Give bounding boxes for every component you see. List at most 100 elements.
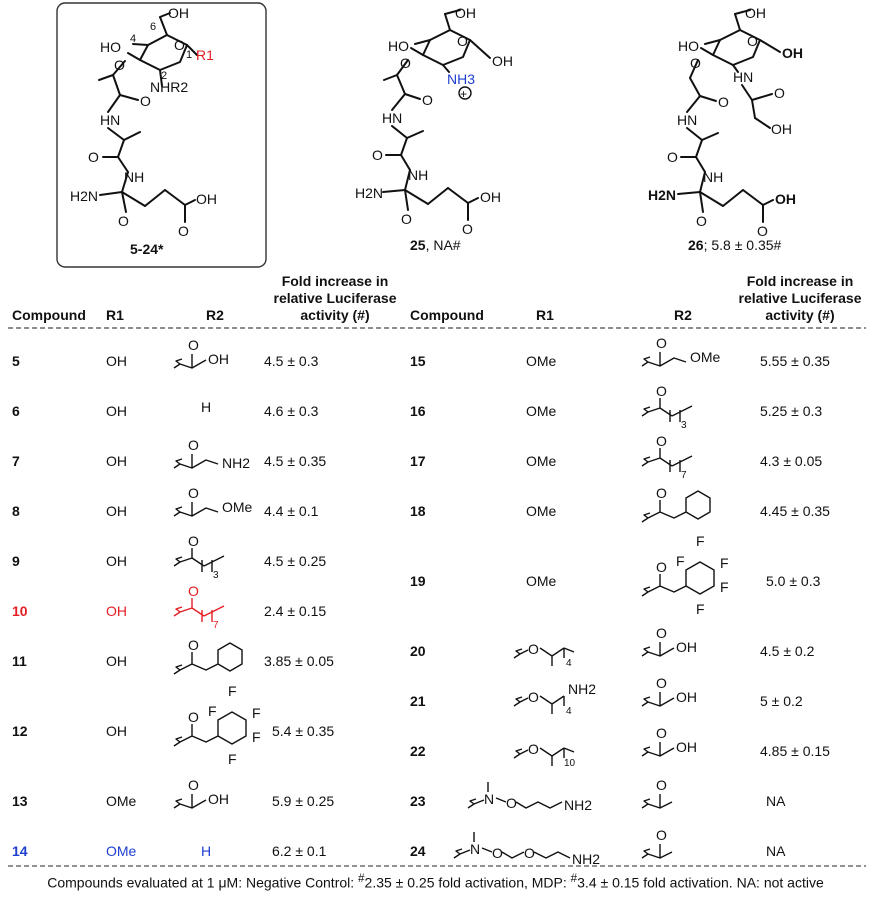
svg-text:O: O [656,675,667,691]
svg-text:4: 4 [566,706,572,717]
footnote-part-a: Compounds evaluated at 1 μM: Negative Co… [47,874,359,891]
c26-atom-o-carbonyl2: O [667,149,678,165]
r2-fragment-nonanoyl: O 7 [641,433,693,481]
header-r2-right: R2 [674,307,692,323]
table-row-compound: 11 [12,653,27,669]
table-row-r1: OH [106,353,127,369]
table-row-compound: 24 [410,843,426,859]
table-row-compound: 21 [410,693,426,709]
table-row-r1: OH [106,553,127,569]
c25-atom-ring-o: O [457,33,468,49]
r2-fragment-acetyl: O [641,827,673,859]
r2-fragment-h: H [201,843,211,859]
svg-text:O: O [506,795,517,811]
svg-text:F: F [720,555,729,571]
generic-atom-o-carbonyl2: O [88,149,99,165]
c25-atom-ho: HO [388,38,409,54]
svg-text:4: 4 [566,658,572,669]
c25-caption: 25, NA# [410,237,461,253]
c26-atom-oh-glyc: OH [771,121,792,137]
table-row-r1: OH [106,723,127,739]
svg-text:O: O [656,777,667,793]
table-row-r1: OH [106,403,127,419]
generic-atom-r1: R1 [196,47,214,63]
table-row-compound: 23 [410,793,426,809]
svg-text:O: O [188,637,199,653]
svg-text:OH: OH [676,639,697,655]
c26-atom-o-amide: O [696,213,707,229]
generic-atom-ring-o: O [174,37,185,53]
svg-text:N: N [470,841,480,857]
header-compound-right: Compound [410,307,484,323]
c26-atom-hn: HN [677,112,697,128]
svg-text:OMe: OMe [690,349,721,365]
r2-fragment-glycolyl: O OH [173,777,229,809]
table-row-activity: 4.5 ± 0.3 [264,353,319,369]
c25-atom-hn: HN [382,110,402,126]
svg-text:NH2: NH2 [568,681,596,697]
svg-text:O: O [656,433,667,449]
footnote-part-b: 2.35 ± 0.25 fold activation, MDP: [364,874,571,891]
table-row-compound: 17 [410,453,426,469]
c25-atom-o3: O [400,55,411,71]
table-row-r1: OMe [526,453,557,469]
c26-atom-h2n: H2N [648,187,676,203]
c25-atom-h2n: H2N [355,185,383,201]
table-row-activity: 4.3 ± 0.05 [760,453,822,469]
table-row-compound: 10 [12,603,28,619]
svg-text:3: 3 [213,570,219,581]
table-row-compound: 19 [410,573,426,589]
svg-text:OH: OH [208,791,229,807]
svg-text:F: F [252,729,261,745]
header-r1-right: R1 [536,307,554,323]
generic-atom-oh6: OH [168,5,189,21]
svg-text:O: O [656,725,667,741]
scheme-figure: OH 6 HO 4 O 1 R1 2 NHR2 O O HN O NH H2N … [8,2,866,867]
svg-text:O: O [188,583,199,599]
r2-fragment-glycyl: O NH2 [173,437,250,471]
svg-text:F: F [228,683,237,699]
table-row-compound: 8 [12,503,20,519]
header-compound-left: Compound [12,307,86,323]
svg-text:F: F [228,751,237,767]
table-row-compound: 20 [410,643,426,659]
r2-fragment-methoxyacetyl: O OMe [641,335,721,367]
generic-atom-hn: HN [100,112,120,128]
r1-fragment-undecyloxy: O 10 [513,741,576,769]
table-row-activity: 5.55 ± 0.35 [760,353,830,369]
c26-atom-o3: O [690,55,701,71]
table-row-activity: 5.0 ± 0.3 [766,573,821,589]
svg-text:O: O [188,709,199,725]
generic-atom-nhr2: NHR2 [150,79,188,95]
c25-atom-nh3: NH3 [447,71,475,87]
table-row-r1: OH [106,503,127,519]
r2-fragment-methoxyacetyl: O OMe [173,485,253,517]
svg-text:F: F [208,703,217,719]
table-row-r1: OMe [526,573,557,589]
r1-fragment-aminobutyloxy: O NH2 4 [513,681,596,717]
svg-text:3: 3 [681,420,687,431]
svg-text:O: O [188,437,199,453]
svg-text:10: 10 [564,758,576,769]
svg-text:O: O [656,827,667,843]
svg-text:F: F [252,705,261,721]
table-row-compound: 16 [410,403,426,419]
r2-fragment-glycolyl: O OH [173,337,229,369]
svg-text:O: O [188,777,199,793]
table-row-compound: 6 [12,403,20,419]
footnote-sup-a: # [358,872,365,885]
table-row-activity: 6.2 ± 0.1 [272,843,327,859]
header-activity-left-2: relative Luciferase [274,290,397,306]
header-activity-right-1: Fold increase in [747,273,854,289]
generic-atom-4: 4 [130,33,136,45]
r2-fragment-h: H [201,399,211,415]
svg-text:F: F [676,553,685,569]
r2-fragment-pentanoyl: O 3 [641,383,693,431]
table-row-r1: OH [106,453,127,469]
generic-atom-1: 1 [186,49,192,61]
c25-atom-oh-acid: OH [480,189,501,205]
structure-25: OH HO O OH O NH3 + O HN O NH H2N O OH O … [355,5,513,253]
c26-atom-o-acid: O [757,223,768,239]
table-row-activity: 4.45 ± 0.35 [760,503,830,519]
table-row-activity: 4.85 ± 0.15 [760,743,830,759]
